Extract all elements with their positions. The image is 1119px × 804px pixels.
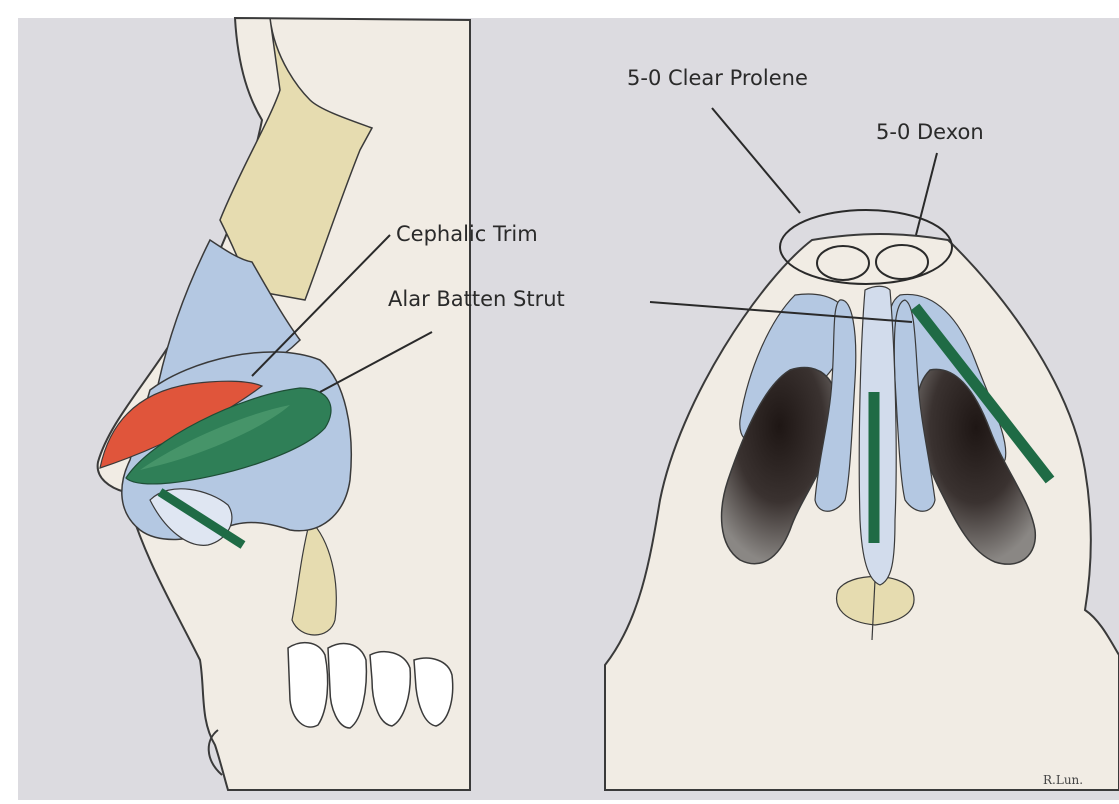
label-alar-batten-strut: Alar Batten Strut — [388, 287, 565, 311]
label-clear-prolene: 5-0 Clear Prolene — [627, 66, 808, 90]
label-dexon: 5-0 Dexon — [876, 120, 984, 144]
artist-signature: R.Lun. — [1043, 773, 1083, 787]
label-cephalic-trim: Cephalic Trim — [396, 222, 538, 246]
